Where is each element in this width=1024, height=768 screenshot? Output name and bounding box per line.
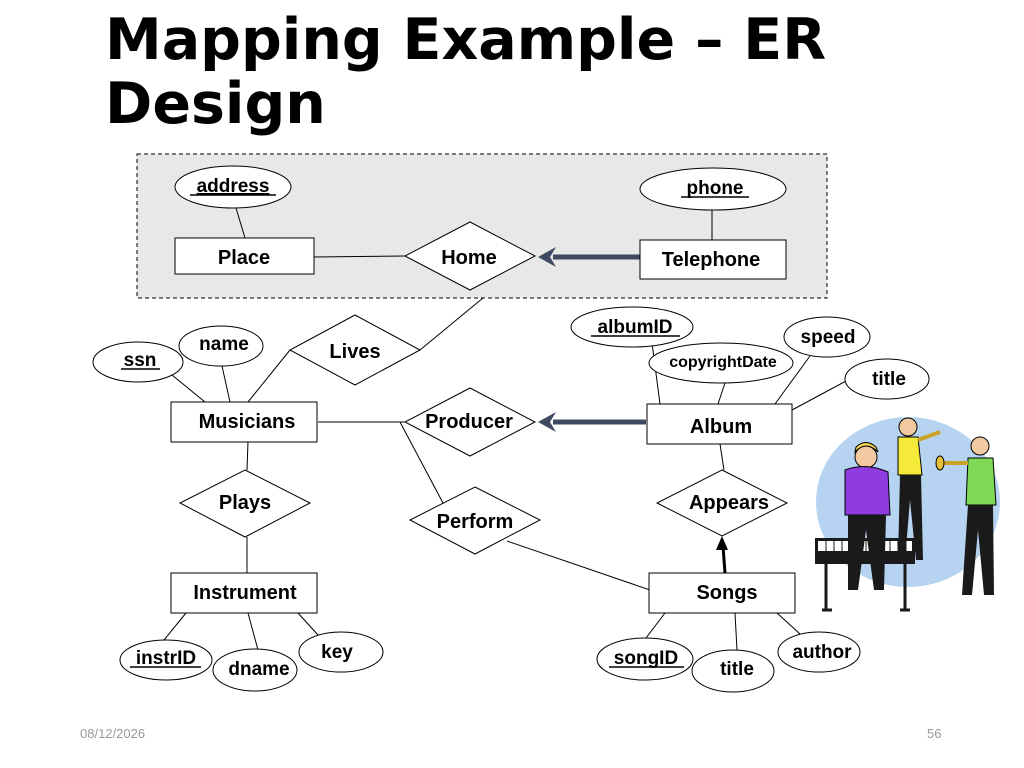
svg-text:Instrument: Instrument (193, 582, 297, 604)
line-name-musicians (221, 365, 231, 403)
attribute-ssn: ssn (92, 341, 184, 383)
attributes: address phone ssn name albumID speed (92, 165, 930, 693)
svg-text:author: author (792, 642, 852, 663)
arrowhead-appears (716, 536, 728, 550)
line-instrument-instrid (163, 612, 187, 641)
relationship-appears: Appears (655, 469, 789, 537)
line-copyright-album (717, 382, 726, 405)
svg-text:songID: songID (614, 648, 678, 669)
connector-lines (163, 207, 847, 651)
line-songs-title (734, 612, 738, 651)
player2-head (898, 417, 918, 437)
attribute-author: author (777, 631, 861, 673)
svg-text:Album: Album (690, 416, 752, 438)
svg-text:albumID: albumID (598, 317, 673, 338)
player3-head (970, 436, 990, 456)
entity-songs: Songs (648, 572, 796, 614)
line-speed-album (774, 355, 811, 405)
arrowhead-home (538, 247, 556, 267)
svg-text:Place: Place (218, 247, 270, 269)
svg-text:copyrightDate: copyrightDate (669, 354, 777, 371)
svg-text:instrID: instrID (136, 648, 196, 669)
attribute-speed: speed (783, 316, 871, 358)
page-number: 56 (927, 726, 942, 741)
line-lives-musicians (247, 349, 291, 403)
attribute-dname: dname (212, 648, 298, 692)
attribute-instr-id: instrID (119, 639, 213, 681)
relationship-plays: Plays (178, 469, 312, 538)
attribute-name: name (178, 325, 264, 367)
trumpet-icon (917, 430, 941, 442)
attribute-phone: phone (639, 167, 787, 211)
line-aggregation-lives (419, 297, 484, 351)
line-albumid-album (651, 342, 661, 405)
arrow-songs-appears (721, 545, 727, 574)
relationship-lives: Lives (288, 314, 422, 386)
key-arrows (538, 247, 728, 574)
line-songs-author (776, 612, 801, 635)
svg-text:Home: Home (441, 247, 497, 269)
attribute-song-id: songID (596, 637, 694, 681)
svg-text:Plays: Plays (219, 492, 271, 514)
svg-text:phone: phone (687, 178, 744, 199)
svg-text:dname: dname (228, 659, 289, 680)
entity-telephone: Telephone (639, 239, 787, 280)
line-title-album (791, 380, 847, 411)
svg-text:ssn: ssn (124, 350, 157, 371)
svg-text:title: title (872, 369, 906, 390)
svg-text:Songs: Songs (696, 582, 757, 604)
attribute-song-title: title (691, 649, 775, 693)
entity-instrument: Instrument (170, 572, 318, 614)
line-address-place (235, 207, 246, 239)
attribute-key: key (298, 631, 384, 673)
footer-date: 08/12/2026 (80, 726, 146, 741)
relationships: Home Lives Producer Plays Perform Appear… (178, 221, 789, 555)
attribute-album-title: title (844, 358, 930, 400)
svg-text:key: key (321, 642, 353, 663)
entity-album: Album (646, 403, 793, 445)
svg-text:Appears: Appears (689, 492, 769, 514)
attribute-album-id: albumID (570, 306, 694, 348)
line-album-appears (719, 443, 725, 471)
line-ssn-musicians (171, 374, 206, 403)
entity-musicians: Musicians (170, 401, 318, 443)
attribute-address: address (174, 165, 292, 209)
line-place-home (313, 255, 406, 258)
line-musicians-perform (399, 421, 444, 504)
entity-place: Place (174, 237, 315, 275)
svg-text:Musicians: Musicians (199, 411, 296, 433)
svg-text:title: title (720, 659, 754, 680)
attribute-copyright-date: copyrightDate (648, 342, 794, 384)
slide-title: Mapping Example – ER Design (105, 7, 827, 137)
line-instrument-dname (247, 612, 259, 651)
line-perform-songs (506, 540, 651, 591)
arrowhead-producer (538, 412, 556, 432)
svg-text:Perform: Perform (437, 511, 514, 533)
line-musicians-plays (246, 441, 249, 471)
relationship-home: Home (403, 221, 537, 291)
svg-text:name: name (199, 334, 249, 355)
relationship-producer: Producer (403, 387, 537, 457)
svg-text:address: address (197, 176, 270, 197)
line-instrument-key (297, 612, 319, 636)
svg-text:speed: speed (801, 327, 856, 348)
svg-text:Lives: Lives (329, 341, 380, 363)
svg-text:Producer: Producer (425, 411, 513, 433)
relationship-perform: Perform (408, 486, 542, 555)
line-songs-songid (645, 612, 666, 639)
svg-text:Telephone: Telephone (662, 249, 761, 271)
entities: Place Telephone Musicians Album Instrume… (170, 237, 796, 614)
musicians-clipart (815, 417, 1000, 612)
